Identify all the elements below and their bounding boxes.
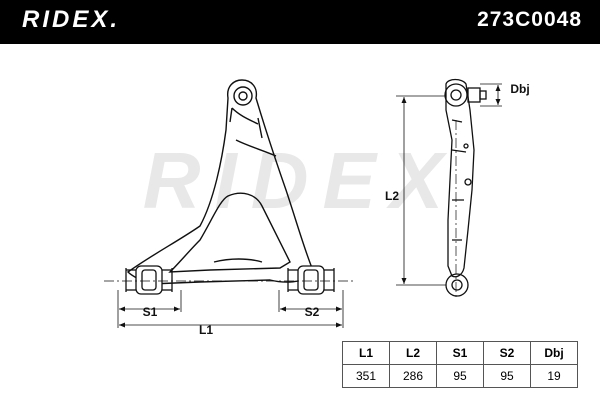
arm-front-view xyxy=(126,79,317,285)
dim-label-s1: S1 xyxy=(143,305,158,319)
spec-value-l2: 286 xyxy=(389,364,437,388)
right-bushing xyxy=(287,265,335,295)
part-number: 273C0048 xyxy=(477,8,582,31)
watermark: RIDEX xyxy=(143,136,458,225)
dim-label-s2: S2 xyxy=(305,305,320,319)
brand-logo: RIDEX. xyxy=(22,6,121,33)
spec-header-l2: L2 xyxy=(389,341,437,365)
spec-header-s2: S2 xyxy=(483,341,531,365)
spec-value-s1: 95 xyxy=(436,364,484,388)
dim-label-l1: L1 xyxy=(199,323,213,337)
left-bushing xyxy=(125,265,173,295)
spec-value-s2: 95 xyxy=(483,364,531,388)
spec-table: L1 L2 S1 S2 Dbj 351 286 95 95 19 xyxy=(342,341,578,388)
spec-value-l1: 351 xyxy=(342,364,390,388)
front-dimension-lines xyxy=(117,290,344,328)
dim-label-l2: L2 xyxy=(385,189,399,203)
spec-header-row: L1 L2 S1 S2 Dbj xyxy=(342,341,578,365)
spec-header-s1: S1 xyxy=(436,341,484,365)
l2-arrows xyxy=(401,97,407,284)
dim-label-dbj: Dbj xyxy=(510,82,529,96)
spec-value-row: 351 286 95 95 19 xyxy=(342,364,578,388)
dbj-arrows xyxy=(495,85,501,105)
spec-header-dbj: Dbj xyxy=(530,341,578,365)
l2-dimension-lines xyxy=(396,95,446,286)
front-dimension-arrows xyxy=(119,306,342,328)
spec-value-dbj: 19 xyxy=(530,364,578,388)
spec-header-l1: L1 xyxy=(342,341,390,365)
header-bar: RIDEX. 273C0048 xyxy=(0,0,600,44)
